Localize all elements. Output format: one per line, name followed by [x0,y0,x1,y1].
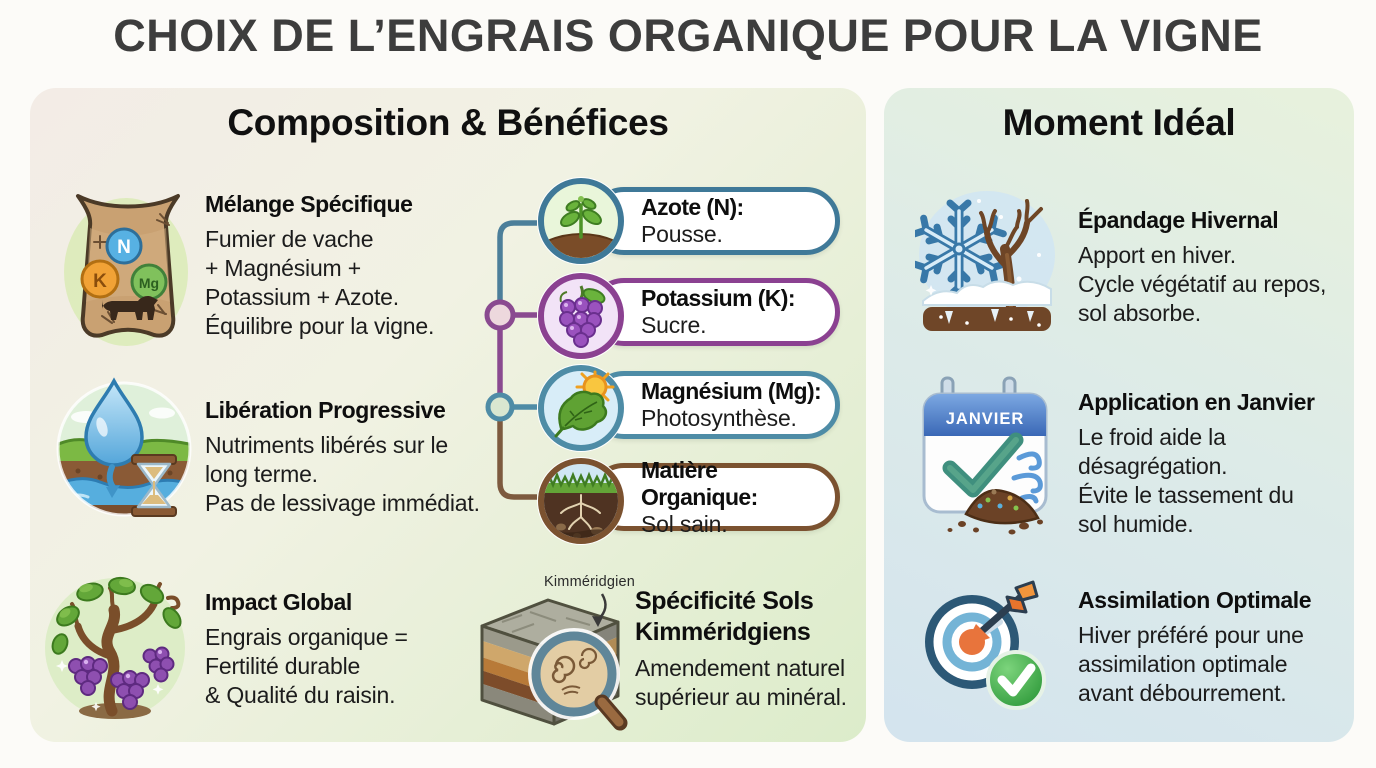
panel-moment: Moment Idéal [884,88,1354,742]
pill-potassium-body: Sucre. [641,312,707,338]
grapes-icon [537,272,625,360]
water-drop-hourglass-icon [54,371,196,523]
pill-magnesium: Magnésium (Mg): Photosynthèse. [590,371,840,439]
seedling-icon [537,177,625,265]
item-janvier-body: Le froid aide la désagrégation. Évite le… [1078,424,1294,537]
pill-matiere-body: Sol sain. [641,510,728,537]
page-title: CHOIX DE L’ENGRAIS ORGANIQUE POUR LA VIG… [113,10,1263,61]
panel-moment-header: Moment Idéal [1002,102,1236,143]
item-liberation-title: Libération Progressive [205,397,446,423]
bag-label-k: K [93,271,107,292]
item-kimmeridgien-title: Spécificité Sols Kimméridgiens [635,587,814,646]
bag-label-n: N [117,237,131,258]
panel-composition-header: Composition & Bénéfices [227,102,669,143]
item-kimmeridgien: Spécificité Sols Kimméridgiens Amendemen… [635,586,847,712]
item-melange-title: Mélange Spécifique [205,191,413,217]
item-epandage: Épandage Hivernal Apport en hiver. Cycle… [1078,206,1326,328]
panel-composition: Composition & Bénéfices N K Mg Mélange S… [30,88,866,742]
item-janvier-title: Application en Janvier [1078,389,1315,415]
bag-label-mg: Mg [139,275,159,291]
item-impact-body: Engrais organique = Fertilité durable & … [205,624,408,708]
target-arrow-icon [912,580,1056,716]
pill-potassium: Potassium (K): Sucre. [590,278,840,346]
item-impact-title: Impact Global [205,589,352,615]
pill-azote: Azote (N): Pousse. [590,187,840,255]
item-janvier: Application en Janvier Le froid aide la … [1078,388,1315,539]
snowflake-tree-icon [915,183,1059,333]
item-liberation-body: Nutriments libérés sur le long terme. Pa… [205,432,480,516]
pill-magnesium-title: Magnésium (Mg): [641,378,822,404]
item-impact: Impact Global Engrais organique = Fertil… [205,588,408,710]
pill-azote-body: Pousse. [641,221,723,247]
pill-matiere-organique: Matière Organique: Sol sain. [590,457,840,537]
item-assimilation-body: Hiver préféré pour une assimilation opti… [1078,622,1304,706]
pill-matiere-title: Matière Organique: [641,456,758,510]
kimmeridgien-label: Kimméridgien [544,574,636,590]
item-assimilation: Assimilation Optimale Hiver préféré pour… [1078,586,1312,708]
grapevine-icon [38,564,192,724]
soil-profile-icon [537,457,625,545]
item-melange-body: Fumier de vache + Magnésium + Potassium … [205,226,435,339]
calendar-janvier-icon: JANVIER [916,374,1054,538]
item-melange: Mélange Spécifique Fumier de vache + Mag… [205,190,434,341]
item-assimilation-title: Assimilation Optimale [1078,587,1312,613]
leaf-sun-icon [537,364,625,452]
pill-azote-title: Azote (N): [641,194,744,220]
item-kimmeridgien-body: Amendement naturel supérieur au minéral. [635,655,847,710]
calendar-month-label: JANVIER [946,410,1025,428]
soil-cube-magnifier-icon [468,582,628,732]
pill-potassium-title: Potassium (K): [641,285,796,311]
nutrient-connector [484,220,537,500]
pill-magnesium-body: Photosynthèse. [641,405,797,431]
kimmeridgien-arrow [592,593,607,627]
item-liberation: Libération Progressive Nutriments libéré… [205,396,480,518]
fertilizer-bag-icon: N K Mg [60,180,195,350]
item-epandage-title: Épandage Hivernal [1078,207,1279,233]
item-epandage-body: Apport en hiver. Cycle végétatif au repo… [1078,242,1327,326]
